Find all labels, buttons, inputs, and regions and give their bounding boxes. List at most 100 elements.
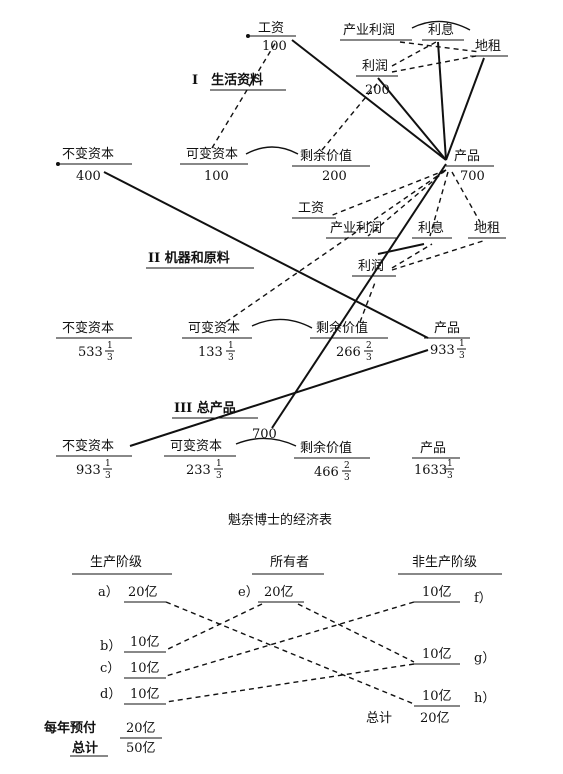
section-3: III 总产品 700 不变资本 933 1 3 可变资本 233 1 3 剩余… (56, 400, 460, 483)
sterile-class-header: 非生产阶级 (412, 555, 477, 570)
s3-product-value: 1633 (414, 463, 447, 478)
s3-constant-frac-num: 1 (105, 459, 111, 469)
entry-e-letter: e） (238, 585, 259, 600)
s1-surplus-label: 剩余价值 (300, 148, 352, 164)
section-2: 工资 产业利润 利息 地租 利润 II 机器和原料 不变资本 533 1 3 可… (56, 201, 506, 363)
entry-d-value: 10亿 (130, 687, 160, 702)
s1-product-value: 700 (460, 169, 485, 184)
s2-interest-label: 利息 (418, 220, 444, 236)
line-product-to-s1-interest (437, 41, 447, 161)
s3-variable-label: 可变资本 (170, 438, 222, 454)
entry-f-value: 10亿 (422, 585, 452, 600)
dash-s1-variable-to-wage (211, 41, 277, 149)
entry-f-letter: f） (474, 591, 492, 606)
dash-g-to-d (165, 663, 415, 703)
s1-industrial-profit-label: 产业利润 (343, 23, 395, 38)
dash-s2-profit-to-interest (391, 243, 433, 269)
s2-surplus-label: 剩余价值 (316, 320, 368, 336)
s2-product-frac-num: 1 (459, 339, 465, 349)
left-total-label: 总计 (72, 740, 98, 756)
s1-variable-value: 100 (204, 169, 229, 184)
s3-variable-frac-num: 1 (216, 459, 222, 469)
entry-b-value: 10亿 (130, 635, 160, 650)
section-1: 工资 100 产业利润 利息 地租 利润 200 I 生活资料 不变资本 400… (56, 20, 508, 184)
s2-profit-label: 利润 (358, 259, 384, 274)
s2-wage-label: 工资 (298, 201, 324, 216)
s2-variable-value: 133 (198, 345, 223, 360)
entry-b-letter: b） (100, 639, 121, 654)
s2-industrial-profit-label: 产业利润 (330, 221, 382, 236)
line-s2-industrial-to-interest (377, 243, 425, 255)
line-s3-constant-to-s2-product (129, 349, 429, 447)
annual-advance-value: 20亿 (126, 721, 156, 736)
dash-s1-industrial-to-rent (399, 41, 481, 53)
s1-constant-dot (56, 162, 60, 166)
s3-constant-value: 933 (76, 463, 101, 478)
dash-f-to-c (165, 601, 415, 677)
s1-surplus-value: 200 (322, 169, 347, 184)
s1-profit-interest-curve (411, 20, 471, 31)
s1-constant-value: 400 (76, 169, 101, 184)
s1-profit-label: 利润 (362, 59, 388, 74)
owners-header: 所有者 (270, 555, 309, 570)
entry-a-value: 20亿 (128, 585, 158, 600)
s1-product-label: 产品 (454, 149, 480, 164)
s2-surplus-value: 266 (336, 345, 361, 360)
s2-product-frac-den: 3 (459, 351, 465, 361)
entry-g-value: 10亿 (422, 647, 452, 662)
entry-a-letter: a） (98, 585, 119, 600)
line-s3-700-to-product (271, 163, 447, 429)
s2-variable-frac-num: 1 (228, 341, 234, 351)
entry-g-letter: g） (474, 651, 495, 666)
s3-variable-surplus-curve (235, 437, 297, 447)
dash-product-to-s2-industrial (367, 169, 447, 237)
s2-variable-surplus-curve (251, 318, 313, 329)
entry-h-value: 10亿 (422, 689, 452, 704)
s3-surplus-label: 剩余价值 (300, 440, 352, 456)
s3-variable-value: 233 (186, 463, 211, 478)
entry-h-letter: h） (474, 691, 495, 706)
s2-product-value: 933 (430, 343, 455, 358)
dash-s2-surplus-to-profit (359, 279, 377, 323)
line-s1-wage-to-product (291, 39, 447, 161)
tableau-economique: 魁奈博士的经济表 生产阶级 所有者 非生产阶级 a） 20亿 e） 20亿 10… (44, 512, 502, 757)
s1-profit-value: 200 (365, 83, 390, 98)
s2-variable-frac-den: 3 (228, 353, 234, 363)
line-product-to-s1-rent (445, 57, 485, 161)
s3-constant-label: 不变资本 (62, 438, 114, 454)
s3-surplus-frac-den: 3 (344, 473, 350, 483)
s1-variable-label: 可变资本 (186, 146, 238, 162)
s2-surplus-frac-den: 3 (366, 353, 372, 363)
entry-d-letter: d） (100, 687, 121, 702)
s2-constant-label: 不变资本 (62, 320, 114, 336)
dash-e-to-b (165, 603, 263, 651)
dash-s2-profit-to-rent (391, 239, 487, 271)
s1-wage-label: 工资 (258, 21, 284, 36)
s2-constant-value: 533 (78, 345, 103, 360)
s3-constant-frac-den: 3 (105, 471, 111, 481)
s2-variable-label: 可变资本 (188, 320, 240, 336)
right-total-label: 总计 (366, 711, 392, 726)
s3-surplus-value: 466 (314, 465, 339, 480)
tableau-title: 魁奈博士的经济表 (228, 512, 332, 528)
dash-e-to-g (297, 603, 415, 663)
entry-c-value: 10亿 (130, 661, 160, 676)
line-s1-constant-to-s2-product (103, 171, 429, 339)
dash-product-to-s2-wage (329, 169, 447, 217)
connector-lines (103, 39, 487, 447)
s3-product-label: 产品 (420, 441, 446, 456)
s2-product-label: 产品 (434, 321, 460, 336)
s1-variable-surplus-curve (245, 146, 299, 155)
right-total-value: 20亿 (420, 711, 450, 726)
s1-wage-value: 100 (262, 39, 287, 54)
line-product-to-s1-profit (377, 77, 447, 161)
dash-product-to-s2-rent (451, 171, 481, 223)
s2-surplus-frac-num: 2 (366, 341, 372, 351)
entry-e-value: 20亿 (264, 585, 294, 600)
s3-product-frac-num: 1 (447, 459, 453, 469)
dash-s1-profit-to-rent (391, 55, 477, 73)
s2-rent-label: 地租 (474, 221, 500, 236)
s1-interest-label: 利息 (428, 22, 454, 38)
section-3-title: III 总产品 (174, 400, 236, 416)
